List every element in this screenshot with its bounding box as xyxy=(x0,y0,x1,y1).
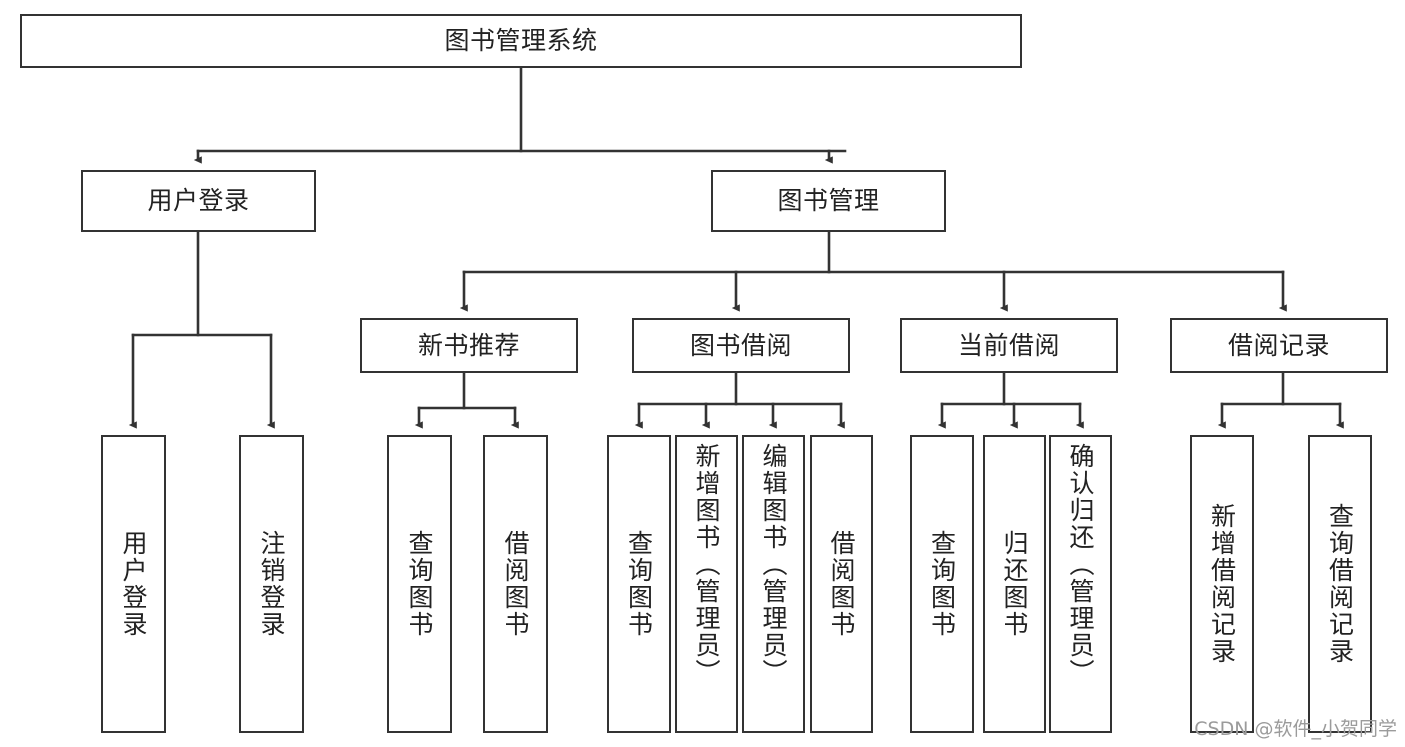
node-leaf-return-book-label: 归还图书 xyxy=(1000,530,1029,638)
node-leaf-borrow-book-rec-label: 借阅图书 xyxy=(501,530,530,638)
node-root-label: 图书管理系统 xyxy=(444,26,598,56)
node-leaf-confirm-return-label: 确认归还（管理员） xyxy=(1066,443,1095,686)
node-book-manage[interactable]: 图书管理 xyxy=(711,170,946,232)
node-leaf-borrow-book-label: 借阅图书 xyxy=(827,530,856,638)
node-user-login-label: 用户登录 xyxy=(147,186,250,216)
node-borrow-record[interactable]: 借阅记录 xyxy=(1170,318,1388,373)
node-leaf-edit-book-label: 编辑图书（管理员） xyxy=(759,443,788,686)
node-new-book-recommend-label: 新书推荐 xyxy=(417,330,520,360)
node-leaf-logout-label: 注销登录 xyxy=(257,530,286,638)
node-user-login[interactable]: 用户登录 xyxy=(81,170,316,232)
node-leaf-query-record[interactable]: 查询借阅记录 xyxy=(1308,435,1372,733)
node-current-borrow-label: 当前借阅 xyxy=(957,330,1060,360)
node-leaf-query-book-rec-label: 查询图书 xyxy=(405,530,434,638)
node-leaf-query-book-cur[interactable]: 查询图书 xyxy=(910,435,974,733)
node-leaf-query-record-label: 查询借阅记录 xyxy=(1325,503,1355,665)
node-leaf-confirm-return[interactable]: 确认归还（管理员） xyxy=(1049,435,1112,733)
node-new-book-recommend[interactable]: 新书推荐 xyxy=(360,318,578,373)
node-leaf-borrow-book-rec[interactable]: 借阅图书 xyxy=(483,435,548,733)
node-borrow-record-label: 借阅记录 xyxy=(1227,330,1330,360)
node-book-borrow-label: 图书借阅 xyxy=(689,330,792,360)
node-leaf-add-record[interactable]: 新增借阅记录 xyxy=(1190,435,1254,733)
node-book-manage-label: 图书管理 xyxy=(777,186,880,216)
node-leaf-user-login-label: 用户登录 xyxy=(119,530,148,638)
node-leaf-add-book-label: 新增图书（管理员） xyxy=(692,443,721,686)
node-leaf-edit-book[interactable]: 编辑图书（管理员） xyxy=(742,435,805,733)
node-leaf-borrow-book[interactable]: 借阅图书 xyxy=(810,435,873,733)
node-leaf-query-book[interactable]: 查询图书 xyxy=(607,435,671,733)
node-leaf-add-book[interactable]: 新增图书（管理员） xyxy=(675,435,738,733)
node-leaf-query-book-rec[interactable]: 查询图书 xyxy=(387,435,452,733)
node-leaf-return-book[interactable]: 归还图书 xyxy=(983,435,1046,733)
node-leaf-add-record-label: 新增借阅记录 xyxy=(1207,503,1237,665)
node-leaf-query-book-cur-label: 查询图书 xyxy=(927,530,957,638)
csdn-watermark: CSDN @软件_小贺同学 xyxy=(1194,718,1397,740)
node-root[interactable]: 图书管理系统 xyxy=(20,14,1022,68)
node-leaf-query-book-label: 查询图书 xyxy=(624,530,654,638)
node-leaf-logout[interactable]: 注销登录 xyxy=(239,435,304,733)
node-leaf-user-login[interactable]: 用户登录 xyxy=(101,435,166,733)
node-book-borrow[interactable]: 图书借阅 xyxy=(632,318,850,373)
node-current-borrow[interactable]: 当前借阅 xyxy=(900,318,1118,373)
